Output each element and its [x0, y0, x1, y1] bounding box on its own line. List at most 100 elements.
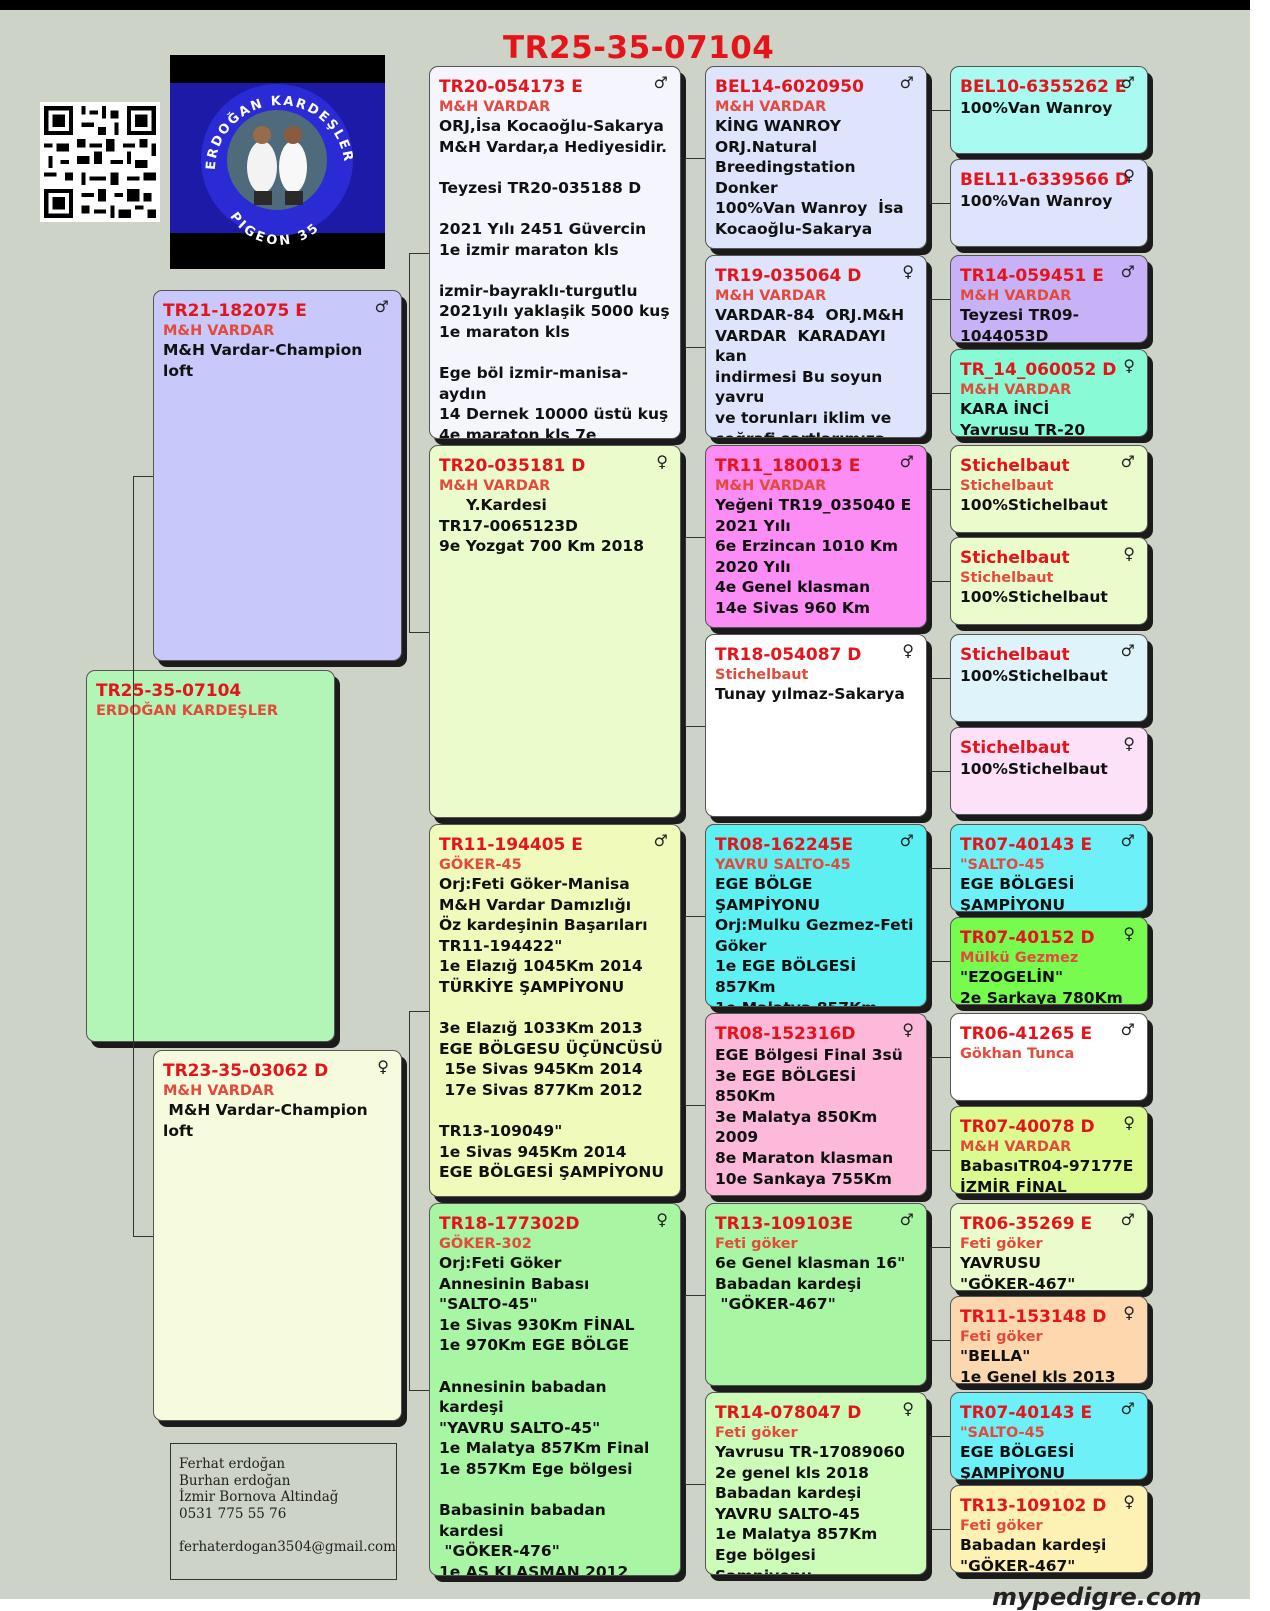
ancestor-card[interactable]: TR11-153148 D♀Feti göker"BELLA" 1e Genel… [950, 1296, 1148, 1384]
ring-number: TR14-059451 E [960, 266, 1104, 286]
ring-number: BEL11-6339566 D [960, 170, 1129, 190]
bird-notes: VARDAR-84 ORJ.M&H VARDAR KARADAYI kan in… [715, 306, 905, 437]
connector-line [685, 346, 705, 348]
male-icon: ♂ [899, 1210, 914, 1229]
owner-label: M&H VARDAR [163, 323, 275, 339]
owner-label: Feti göker [960, 1236, 1043, 1252]
owner-label: Feti göker [715, 1425, 798, 1441]
bird-notes: EGE BÖLGE ŞAMPİYONU Orj:Mulku Gezmez-Fet… [715, 875, 914, 1006]
bird-notes: Babadan kardeşi "GÖKER-467" [960, 1536, 1107, 1573]
bird-notes: Orj:Feti Göker Annesinin Babası "SALTO-4… [439, 1254, 650, 1576]
ring-number: TR07-40143 E [960, 835, 1093, 855]
owner-label: Feti göker [960, 1329, 1043, 1345]
connector-line [930, 299, 931, 393]
male-icon: ♂ [899, 831, 914, 850]
connector-line [930, 1057, 950, 1058]
ring-number: Stichelbaut [960, 548, 1070, 568]
qr-code[interactable] [40, 102, 160, 222]
female-icon: ♀ [1123, 544, 1135, 563]
ancestor-card[interactable]: TR20-035181 D♀M&H VARDAR Y.Kardesi TR17-… [429, 445, 681, 818]
ring-number: TR07-40078 D [960, 1117, 1095, 1137]
ring-number: Stichelbaut [960, 738, 1070, 758]
connector-line [685, 1294, 705, 1296]
ancestor-card[interactable]: TR06-41265 E♂Gökhan Tunca [950, 1013, 1148, 1101]
connector-line [930, 678, 931, 771]
male-icon: ♂ [653, 831, 668, 850]
ancestor-card[interactable]: TR08-152316D♀EGE Bölgesi Final 3sü 3e EG… [705, 1013, 927, 1196]
ancestor-card[interactable]: TR23-35-03062 D♀M&H VARDAR M&H Vardar-Ch… [153, 1050, 402, 1421]
page-title: TR25-35-07104 [503, 30, 775, 66]
bird-notes: EGE Bölgesi Final 3sü 3e EGE BÖLGESİ 850… [715, 1046, 903, 1188]
male-icon: ♂ [1120, 452, 1135, 471]
connector-line [685, 536, 686, 726]
bird-notes: 100%Stichelbaut [960, 760, 1108, 778]
owner-label: Feti göker [960, 1518, 1043, 1534]
owner-label: M&H VARDAR [439, 478, 551, 494]
female-icon: ♀ [1123, 734, 1135, 753]
ancestor-card[interactable]: BEL10-6355262 E♂100%Van Wanroy [950, 66, 1148, 154]
owner-label: Stichelbaut [715, 667, 809, 683]
female-icon: ♀ [902, 1399, 914, 1418]
ancestor-card[interactable]: BEL11-6339566 D♀100%Van Wanroy [950, 159, 1148, 247]
bird-notes: YAVRUSU "GÖKER-467" [960, 1254, 1076, 1291]
owner-label: M&H VARDAR [439, 99, 551, 115]
owner-label: M&H VARDAR [960, 382, 1072, 398]
footer-brand[interactable]: mypedigre.com [992, 1583, 1202, 1611]
owner-label: M&H VARDAR [715, 478, 827, 494]
contact-info: Ferhat erdoğan Burhan erdoğan İzmir Born… [170, 1443, 397, 1580]
ring-number: TR13-109102 D [960, 1496, 1107, 1516]
connector-line [930, 489, 950, 490]
connector-line [133, 475, 134, 1236]
connector-line [685, 1483, 705, 1485]
connector-line [930, 110, 931, 203]
ancestor-card[interactable]: TR07-40152 D♀Mülkü Gezmez"EZOGELİN" 2e S… [950, 917, 1148, 1005]
connector-line [409, 252, 429, 254]
bird-notes: M&H Vardar-Champion loft [163, 1101, 374, 1140]
ancestor-card[interactable]: Stichelbaut♂100%Stichelbaut [950, 634, 1148, 722]
bird-notes: ORJ,İsa Kocaoğlu-Sakarya M&H Vardar,a He… [439, 117, 670, 439]
connector-line [685, 725, 705, 727]
connector-line [930, 1247, 950, 1248]
bird-notes: Yeğeni TR19_035040 E 2021 Yılı 6e Erzinc… [715, 496, 912, 617]
connector-line [930, 581, 950, 582]
connector-line [409, 631, 429, 633]
connector-line [685, 157, 705, 159]
female-icon: ♀ [1123, 1113, 1135, 1132]
connector-line [685, 157, 686, 347]
connector-line [930, 868, 950, 869]
male-icon: ♂ [374, 297, 389, 316]
bird-notes: Y.Kardesi TR17-0065123D 9e Yozgat 700 Km… [439, 496, 644, 556]
connector-line [930, 678, 950, 679]
ring-number: TR11-153148 D [960, 1307, 1107, 1327]
female-icon: ♀ [377, 1057, 389, 1076]
male-icon: ♂ [1120, 262, 1135, 281]
female-icon: ♀ [1123, 166, 1135, 185]
connector-line [409, 1010, 429, 1012]
ring-number: Stichelbaut [960, 645, 1070, 665]
connector-line [930, 1436, 950, 1437]
owner-label: Stichelbaut [960, 570, 1054, 586]
ancestor-card[interactable]: Stichelbaut ♀ 100%Stichelbaut [950, 727, 1148, 815]
male-icon: ♂ [653, 73, 668, 92]
